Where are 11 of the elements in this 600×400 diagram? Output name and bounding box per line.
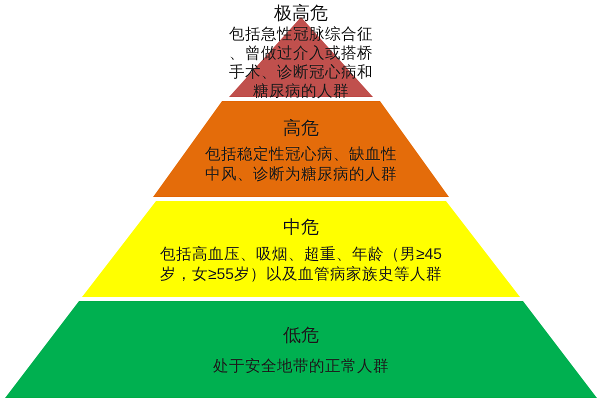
pyramid-tier — [153, 101, 449, 197]
tier-title: 中危 — [283, 216, 319, 238]
pyramid-tier — [226, 2, 376, 99]
pyramid-tier — [5, 301, 597, 398]
pyramid-tier — [82, 201, 520, 297]
tier-description: 包括稳定性冠心病、缺血性中风、诊断为糖尿病的人群 — [204, 145, 398, 185]
tier-description: 包括高血压、吸烟、超重、年龄（男≥45岁，女≥55岁）以及血管病家族史等人群 — [159, 245, 443, 285]
tier-description: 处于安全地带的正常人群 — [212, 357, 390, 377]
tier-title: 低危 — [283, 324, 319, 346]
tier-title: 高危 — [283, 117, 319, 139]
tier-title: 极高危 — [274, 2, 328, 24]
